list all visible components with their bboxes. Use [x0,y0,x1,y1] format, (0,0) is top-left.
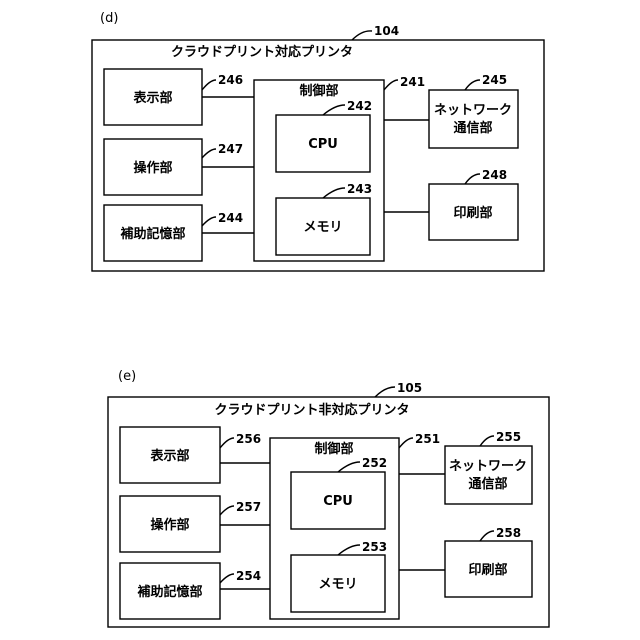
panel-e-memory-ref: 253 [362,540,387,554]
panel-d-storage-ref: 244 [218,211,243,225]
panel-e-caption: (e) [118,369,136,384]
panel-e-cpu-ref: 252 [362,456,387,470]
panel-e-operation-label: 操作部 [150,517,189,533]
panel-d-network-label-2: 通信部 [453,120,492,136]
panel-d-caption: (d) [100,11,118,26]
panel-d-cpu-label: CPU [308,137,338,152]
panel-d-print-ref: 248 [482,168,507,182]
panel-d-ref-leader [352,31,372,40]
panel-e-network-label-1: ネットワーク [449,459,527,474]
panel-d-memory-label: メモリ [303,220,342,235]
panel-d-operation-ref: 247 [218,142,243,156]
panel-e-ref: 105 [397,381,422,395]
panel-e-display-label: 表示部 [149,448,189,464]
panel-e-title: クラウドプリント非対応プリンタ [214,402,409,418]
panel-d-print-label: 印刷部 [453,205,492,221]
panel-e-network-ref: 255 [496,430,521,444]
panel-d-network-label-1: ネットワーク [434,103,512,118]
panel-d-storage-label: 補助記憶部 [119,226,185,242]
panel-d-network-ref: 245 [482,73,507,87]
panel-d-operation-label: 操作部 [133,160,172,176]
panel-e-control-ref: 251 [415,432,440,446]
panel-d-ref: 104 [374,24,399,38]
panel-e: (e) クラウドプリント非対応プリンタ 105 表示部 256 操作部 257 … [108,369,549,627]
panel-e-print-ref: 258 [496,526,521,540]
panel-e-network-label-2: 通信部 [468,476,507,492]
panel-d-memory-ref: 243 [347,182,372,196]
panel-e-storage-label: 補助記憶部 [136,584,202,600]
panel-d-title: クラウドプリント対応プリンタ [171,44,353,60]
panel-d-control-ref: 241 [400,75,425,89]
panel-d-display-label: 表示部 [132,90,172,106]
panel-d-display-ref: 246 [218,73,243,87]
panel-e-ref-leader [375,387,395,397]
panel-e-control-label: 制御部 [314,441,353,457]
panel-e-print-label: 印刷部 [468,562,507,578]
panel-e-operation-ref: 257 [236,500,261,514]
panel-d-network-box [429,90,518,148]
panel-e-network-box [445,446,532,504]
panel-d: (d) クラウドプリント対応プリンタ 104 表示部 246 操作部 247 補… [92,11,544,271]
panel-e-storage-ref: 254 [236,569,261,583]
panel-e-display-ref: 256 [236,432,261,446]
panel-e-cpu-label: CPU [323,494,353,509]
panel-e-memory-label: メモリ [318,577,357,592]
panel-d-control-label: 制御部 [299,83,338,99]
panel-d-cpu-ref: 242 [347,99,372,113]
